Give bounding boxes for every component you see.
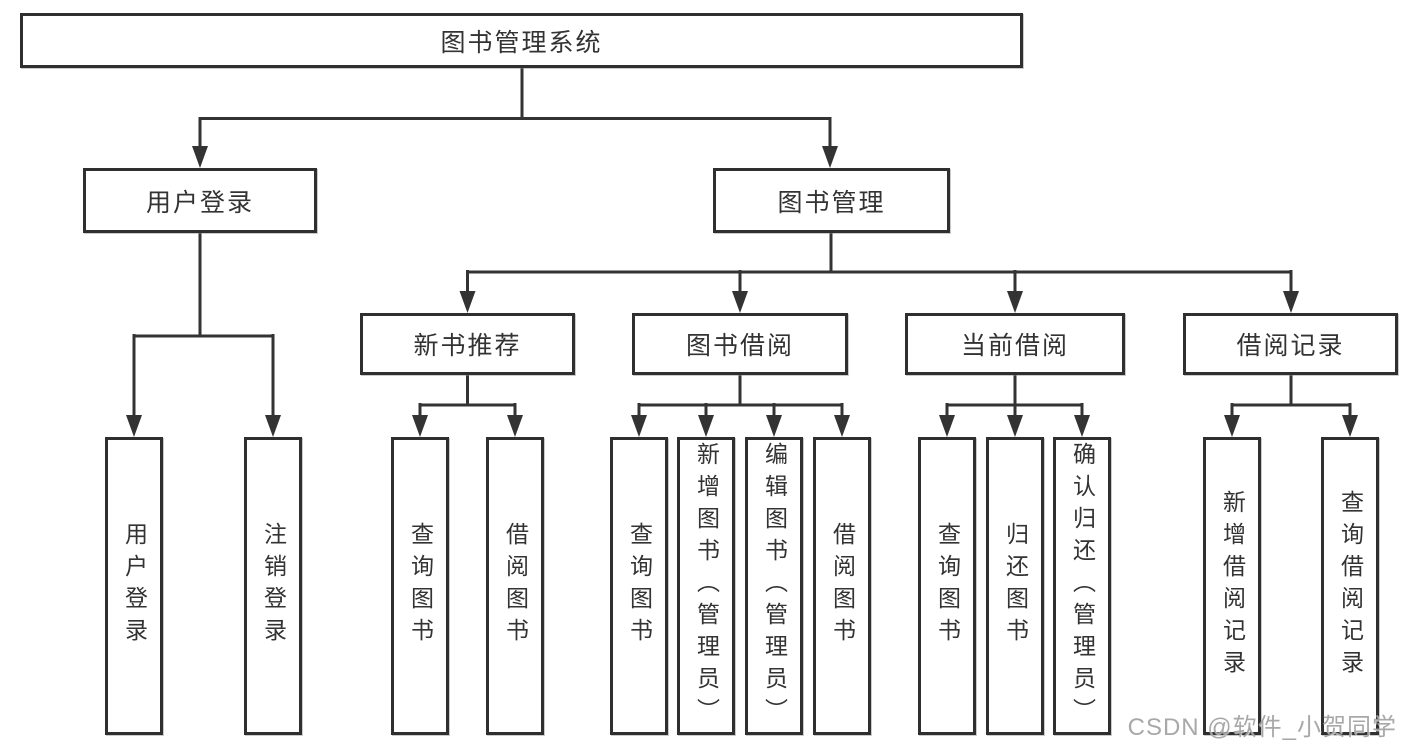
leaf-label: 查询借阅记录 <box>1337 490 1364 682</box>
leaf-label: 查询图书 <box>407 522 434 650</box>
leaf-label: 归还图书 <box>1002 522 1029 650</box>
leaf-label: 新增借阅记录 <box>1219 490 1246 682</box>
node-current-confirm-return-admin: 确认归还（管理员） <box>1053 437 1111 735</box>
node-book-management: 图书管理 <box>713 168 950 233</box>
leaf-label: 借阅图书 <box>829 522 856 650</box>
node-borrow-add-books-admin: 新增图书（管理员） <box>677 437 735 735</box>
node-recommend-query-books: 查询图书 <box>391 437 449 735</box>
node-leaf-user-login: 用户登录 <box>105 437 163 735</box>
node-borrow-edit-books-admin: 编辑图书（管理员） <box>745 437 803 735</box>
leaf-label: 确认归还（管理员） <box>1069 442 1096 730</box>
node-user-login: 用户登录 <box>83 168 317 233</box>
node-current-query-books: 查询图书 <box>918 437 976 735</box>
node-root: 图书管理系统 <box>20 13 1023 68</box>
node-new-book-recommend: 新书推荐 <box>360 313 575 375</box>
node-borrow-records: 借阅记录 <box>1183 313 1398 375</box>
node-recommend-borrow-books: 借阅图书 <box>486 437 544 735</box>
node-borrow-borrow-books: 借阅图书 <box>813 437 871 735</box>
leaf-label: 编辑图书（管理员） <box>761 442 788 730</box>
node-leaf-logout: 注销登录 <box>244 437 302 735</box>
leaf-label: 借阅图书 <box>502 522 529 650</box>
leaf-label: 新增图书（管理员） <box>693 442 720 730</box>
node-records-query-borrow-record: 查询借阅记录 <box>1321 437 1379 735</box>
node-borrow-query-books: 查询图书 <box>610 437 668 735</box>
node-current-borrow: 当前借阅 <box>905 313 1125 375</box>
node-book-borrow: 图书借阅 <box>632 313 848 375</box>
csdn-watermark: CSDN @软件_小贺同学 <box>1127 714 1397 741</box>
node-current-return-books: 归还图书 <box>986 437 1044 735</box>
leaf-label: 用户登录 <box>121 522 148 650</box>
leaf-label: 查询图书 <box>626 522 653 650</box>
leaf-label: 查询图书 <box>934 522 961 650</box>
leaf-label: 注销登录 <box>260 522 287 650</box>
node-records-add-borrow-record: 新增借阅记录 <box>1203 437 1261 735</box>
